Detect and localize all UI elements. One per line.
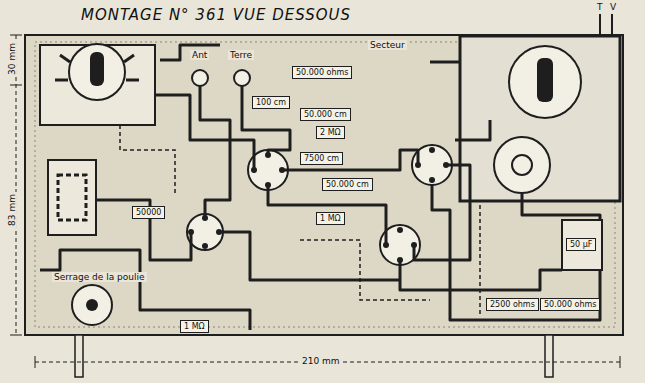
text-label: V — [608, 2, 618, 12]
component-box: 100 cm — [252, 96, 290, 109]
component-box: 50.000 ohms — [292, 66, 352, 79]
component-box: 2 MΩ — [316, 126, 345, 139]
component-box: 1 MΩ — [316, 212, 345, 225]
component-box: 50.000 cm — [300, 108, 351, 121]
component-box: 50.000 cm — [322, 178, 373, 191]
component-value: 50.000 cm — [304, 110, 347, 119]
component-value: 7500 cm — [304, 154, 339, 163]
component-box: 1 MΩ — [180, 320, 209, 333]
component-value: 50.000 cm — [326, 180, 369, 189]
component-box: 50000 — [132, 206, 165, 219]
text-label: 210 mm — [300, 356, 342, 366]
text-label: 83 mm — [7, 192, 17, 228]
component-box: 50 µF — [566, 238, 596, 251]
component-box: 7500 cm — [300, 152, 343, 165]
text-label: 30 mm — [7, 41, 17, 77]
component-value: 50.000 ohms — [296, 68, 348, 77]
text-label: Ant — [190, 50, 209, 60]
text-label: T — [595, 2, 605, 12]
component-box: 50.000 ohms — [540, 298, 600, 311]
component-value: 1 MΩ — [184, 322, 205, 331]
title: MONTAGE N° 361 VUE DESSOUS — [78, 6, 354, 24]
component-value: 50 µF — [570, 240, 592, 249]
component-box: 2500 ohms — [486, 298, 539, 311]
component-value: 50.000 ohms — [544, 300, 596, 309]
text-label: Secteur — [368, 40, 407, 50]
component-value: 100 cm — [256, 98, 286, 107]
component-value: 2 MΩ — [320, 128, 341, 137]
component-value: 50000 — [136, 208, 161, 217]
component-value: 2500 ohms — [490, 300, 535, 309]
text-label: Terre — [228, 50, 254, 60]
text-label: Serrage de la poulie — [52, 272, 147, 282]
component-value: 1 MΩ — [320, 214, 341, 223]
